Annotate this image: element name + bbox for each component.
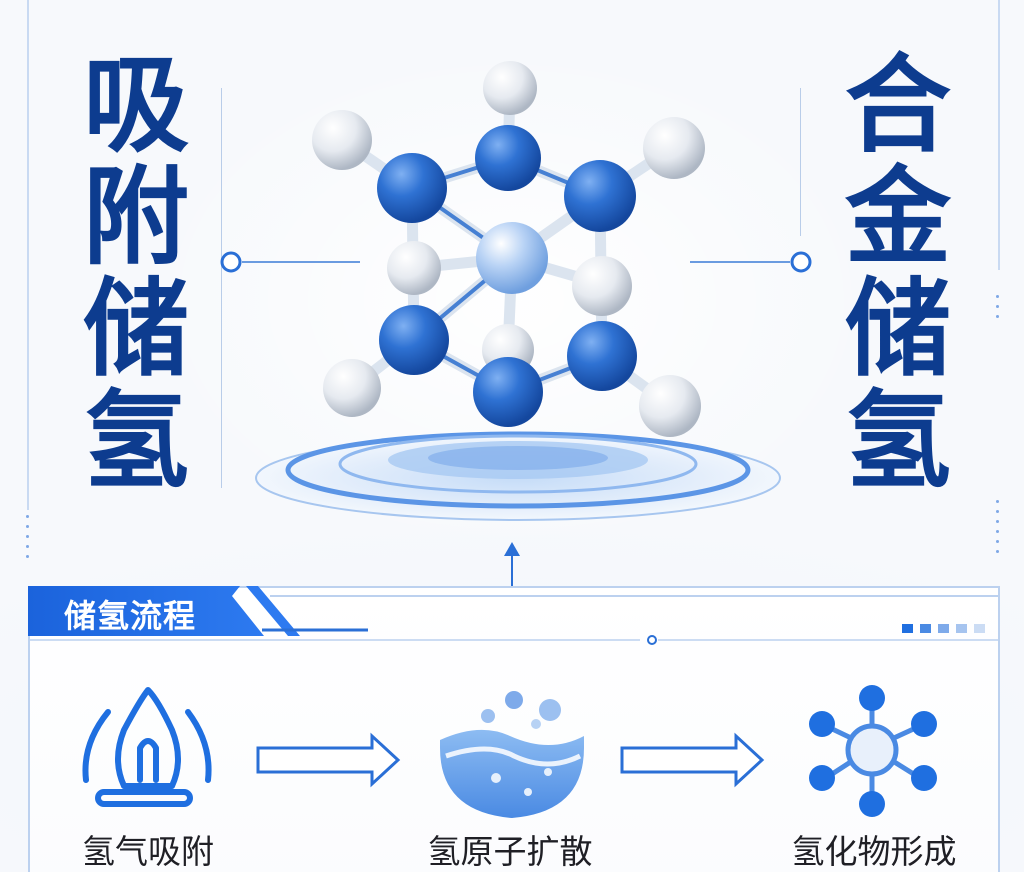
atom-white bbox=[639, 375, 701, 437]
process-tab-shape bbox=[28, 586, 264, 636]
step-label-diffusion: 氢原子扩散 bbox=[427, 832, 593, 871]
dots-right-lower bbox=[996, 500, 1000, 560]
header-square bbox=[956, 624, 967, 633]
platform-ring-1 bbox=[285, 431, 751, 509]
step-label-hydride: 氢化物形成 bbox=[791, 832, 957, 871]
header-square bbox=[920, 624, 931, 633]
title-right-char: 储 bbox=[845, 268, 951, 391]
hydride-formation-icon bbox=[809, 685, 937, 817]
dots-right bbox=[996, 295, 1000, 325]
connector-right-node bbox=[790, 251, 812, 273]
title-adsorption-storage: 吸 附 储 氢 bbox=[76, 50, 196, 498]
process-arrow-2 bbox=[620, 732, 765, 788]
title-left-char: 储 bbox=[83, 268, 189, 391]
atom-white bbox=[572, 256, 632, 316]
atom-center bbox=[476, 222, 548, 294]
platform-ring-2 bbox=[338, 434, 698, 494]
dots-left bbox=[26, 515, 30, 565]
title-right-char: 氢 bbox=[845, 380, 951, 503]
step-label-adsorption: 氢气吸附 bbox=[82, 832, 214, 871]
atom-white bbox=[312, 110, 372, 170]
header-square bbox=[938, 624, 949, 633]
atom-white bbox=[483, 61, 537, 115]
arrow-up-head bbox=[504, 542, 520, 556]
atom-white bbox=[643, 117, 705, 179]
frame-line-left bbox=[27, 0, 29, 510]
title-left-char: 吸 bbox=[83, 44, 189, 167]
process-arrow-1 bbox=[256, 732, 401, 788]
connector-left-node bbox=[220, 251, 242, 273]
atom-blue bbox=[475, 125, 541, 191]
atom-blue bbox=[377, 153, 447, 223]
frame-line-right bbox=[998, 0, 1000, 270]
divider-right-vertical bbox=[800, 88, 801, 236]
title-alloy-storage: 合 金 储 氢 bbox=[838, 50, 958, 498]
process-tab-label: 储氢流程 bbox=[64, 597, 197, 635]
atom-blue bbox=[473, 357, 543, 427]
title-left-char: 附 bbox=[83, 156, 189, 279]
atom-white bbox=[323, 359, 381, 417]
header-square bbox=[974, 624, 985, 633]
title-right-char: 金 bbox=[845, 156, 951, 279]
atom-blue bbox=[567, 321, 637, 391]
title-left-char: 氢 bbox=[83, 380, 189, 503]
title-right-char: 合 bbox=[845, 44, 951, 167]
platform-shadow bbox=[428, 446, 608, 470]
header-square bbox=[902, 624, 913, 633]
tab-slant-1 bbox=[246, 586, 300, 636]
atom-blue bbox=[379, 305, 449, 375]
panel-header-node bbox=[647, 635, 657, 645]
atom-white bbox=[387, 241, 441, 295]
hydrogen-diffusion-icon bbox=[440, 691, 584, 818]
divider-left-vertical bbox=[221, 88, 222, 488]
atom-blue bbox=[564, 160, 636, 232]
hydrogen-adsorption-icon bbox=[82, 687, 212, 807]
